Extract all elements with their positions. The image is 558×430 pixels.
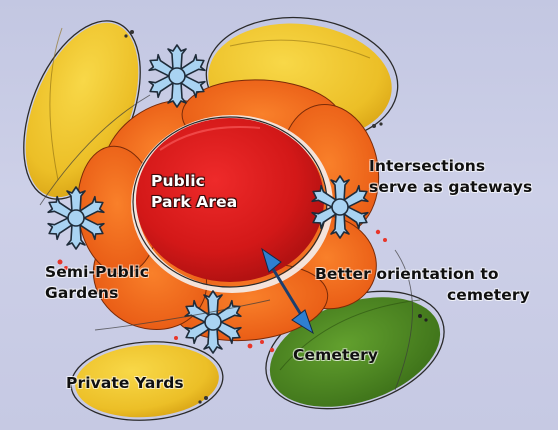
gateways-label-line1: Intersections [369, 157, 486, 175]
semi-public-label-line2: Gardens [45, 284, 119, 302]
orientation-label-line2: cemetery [447, 286, 530, 304]
double-arrow-icon [261, 247, 314, 335]
cemetery-label: Cemetery [293, 345, 378, 366]
public-park-label-line2: Park Area [151, 193, 238, 211]
garden-dots [57, 229, 387, 353]
private-yard-bottom-left [70, 341, 224, 421]
semi-public-gardens-label: Semi-Public Gardens [45, 262, 149, 304]
gateways-label-line2: serve as gateways [369, 178, 533, 196]
semi-public-label-line1: Semi-Public [45, 263, 149, 281]
gateways-label: Intersections serve as gateways [369, 156, 532, 198]
public-park-label: Public Park Area [151, 171, 237, 213]
orientation-label-line1: Better orientation to [315, 265, 499, 283]
private-yards-label-text: Private Yards [66, 374, 184, 392]
cemetery-area [265, 290, 445, 410]
orientation-label: Better orientation to cemetery [315, 264, 530, 306]
sketch-strokes [39, 94, 413, 391]
cemetery-label-text: Cemetery [293, 346, 379, 364]
private-yards-label: Private Yards [66, 373, 184, 394]
public-park-label-line1: Public [151, 172, 205, 190]
